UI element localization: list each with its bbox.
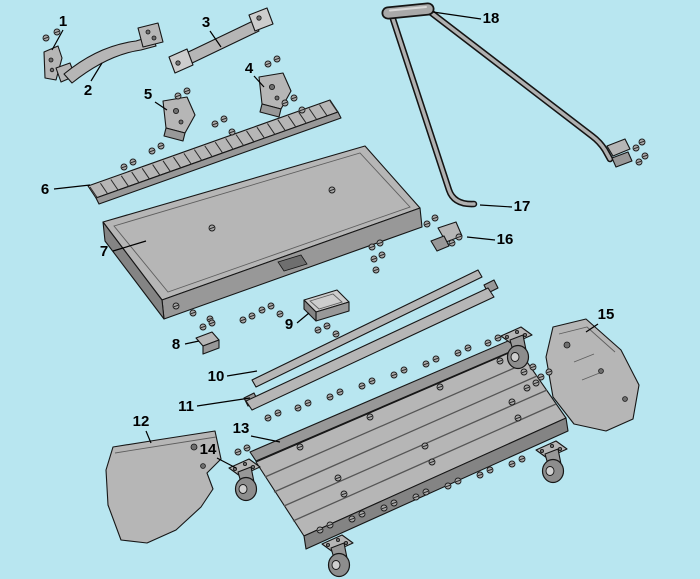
callout-10: 10 [208, 368, 258, 385]
callout-3-label: 3 [202, 14, 210, 31]
part-18-handle-grip [381, 2, 435, 20]
callout-15: 15 [585, 306, 615, 333]
callout-13-label: 13 [233, 420, 250, 437]
callout-12-label: 12 [133, 413, 150, 430]
part-3-cross-brace [168, 7, 274, 74]
callout-5-label: 5 [144, 86, 152, 103]
callout-2-label: 2 [84, 82, 92, 99]
callout-7: 7 [100, 240, 147, 260]
part-17-handle-rod [388, 7, 633, 208]
fasteners [42, 28, 649, 534]
part-6-tread-strip [87, 99, 342, 205]
callout-7-label: 7 [100, 243, 108, 260]
callout-9-label: 9 [285, 316, 293, 333]
part-8-clip [195, 331, 220, 355]
callout-4: 4 [245, 60, 265, 88]
part-15-side-panel-right [545, 318, 640, 432]
callout-2: 2 [84, 62, 103, 99]
part-7-deck-panel [102, 145, 423, 320]
callout-17-label: 17 [514, 198, 531, 215]
callout-11-label: 11 [178, 398, 194, 415]
callout-6-label: 6 [41, 181, 49, 198]
part-9-latch-plate [303, 289, 350, 322]
callout-16: 16 [466, 231, 514, 248]
callout-18-label: 18 [483, 10, 500, 27]
callouts: 1 2 3 4 5 6 7 8 [41, 10, 615, 469]
callout-10-label: 10 [208, 368, 225, 385]
callout-14-label: 14 [200, 441, 217, 458]
callout-16-label: 16 [497, 231, 514, 248]
callout-17: 17 [479, 198, 531, 215]
part-12-side-panel-left [105, 430, 222, 544]
callout-1: 1 [51, 13, 67, 51]
callout-1-label: 1 [59, 13, 67, 30]
callout-3: 3 [202, 14, 222, 48]
part-10-trim-strip [251, 269, 483, 388]
callout-4-label: 4 [245, 60, 254, 77]
callout-6: 6 [41, 181, 91, 198]
callout-9: 9 [285, 312, 310, 333]
callout-8-label: 8 [172, 336, 180, 353]
callout-14: 14 [200, 441, 237, 469]
part-5-gusset-bracket-left [162, 96, 196, 142]
tread-strip-teeth [89, 100, 338, 199]
callout-13: 13 [233, 420, 281, 443]
part-11-trim-strip [243, 279, 499, 411]
callout-15-label: 15 [598, 306, 615, 323]
callout-18: 18 [432, 10, 500, 27]
callout-8: 8 [172, 336, 200, 353]
part-13-ramp-panel [249, 337, 569, 550]
part-2-curved-link [55, 22, 164, 84]
callout-11: 11 [178, 397, 251, 415]
callout-12: 12 [133, 413, 152, 444]
callout-5: 5 [144, 86, 168, 111]
